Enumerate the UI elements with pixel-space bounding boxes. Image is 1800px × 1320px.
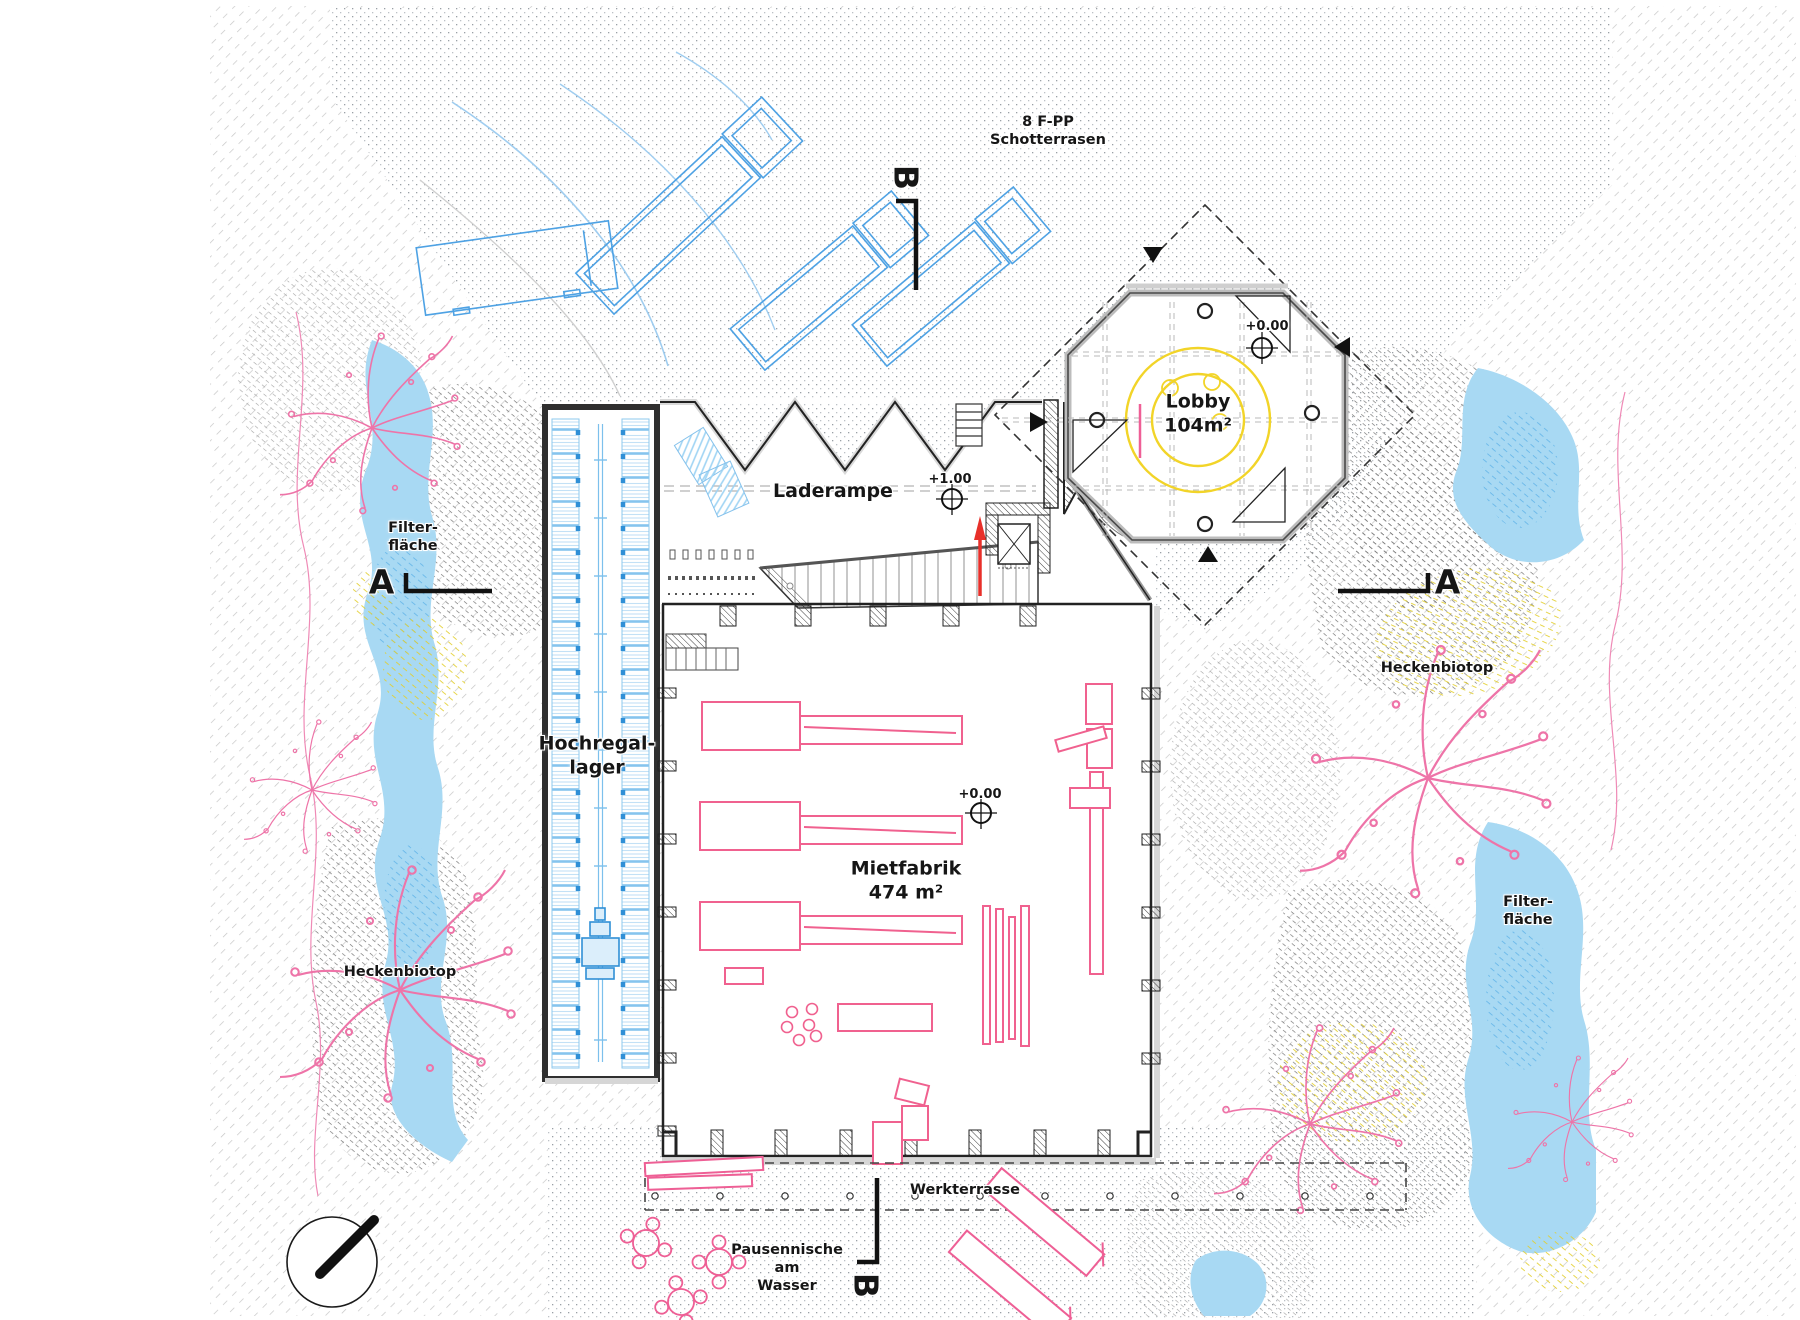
trucks <box>415 95 1052 372</box>
mietfabrik-hall <box>657 602 1161 1158</box>
section-letter-b-top: B <box>885 165 926 189</box>
level-marker-lobby: +0.00 <box>1246 319 1289 335</box>
landscape-name: Heckenbiotop <box>1380 659 1494 676</box>
room-name: Hochregal- <box>538 732 656 755</box>
material-bars <box>982 905 1030 1047</box>
outdoor-benches <box>643 1155 765 1191</box>
section-letter-a-right: A <box>1434 561 1461 602</box>
level-marker-mietfabrik: +0.00 <box>959 787 1002 803</box>
landscape-name: Werkterrasse <box>909 1181 1021 1198</box>
section-line-a-left <box>403 573 492 594</box>
planter <box>982 1166 1106 1278</box>
room-area: 104m² <box>1164 414 1232 436</box>
label-heckenbiotop-left: Heckenbiotop <box>344 963 457 981</box>
level-value: +0.00 <box>958 786 1002 802</box>
label-heckenbiotop-right: Heckenbiotop <box>1381 659 1494 677</box>
label-laderampe: Laderampe <box>773 480 893 504</box>
machine <box>701 701 963 751</box>
pallet-stack <box>673 426 750 518</box>
landscape-name: Heckenbiotop <box>343 963 457 980</box>
machine-small-pair <box>893 1077 931 1141</box>
lobby-grid <box>1002 302 1344 536</box>
lobby-pavilion <box>993 203 1417 627</box>
section-line-a-right <box>1338 573 1431 594</box>
landscape-name: Filter- <box>388 519 438 536</box>
landscape-name: fläche <box>388 538 438 554</box>
parking-count: 8 F-PP <box>1022 113 1074 130</box>
hochregallager-building <box>542 404 660 1084</box>
section-letter-b-bottom: B <box>845 1273 886 1297</box>
building-floors <box>658 400 1160 1165</box>
entrance-arrow-icon <box>974 516 986 596</box>
landscape-left <box>238 268 556 1197</box>
landscape-name: Filter- <box>1503 893 1553 910</box>
label-filterflaeche-right: Filter- fläche <box>1503 893 1553 929</box>
section-letter: B <box>886 164 926 190</box>
landscape-name: Wasser <box>757 1278 817 1295</box>
terrace-columns <box>651 1192 1374 1200</box>
room-name: Lobby <box>1165 390 1231 413</box>
elevator-core <box>985 502 1051 574</box>
dock-fixtures <box>668 549 758 595</box>
truck <box>574 95 804 316</box>
side-stair <box>955 403 983 447</box>
section-lines <box>403 198 1431 1265</box>
label-filterflaeche-left: Filter- fläche <box>388 519 438 555</box>
level-value: +0.00 <box>1245 318 1289 334</box>
section-letter: A <box>368 562 395 602</box>
landscape-name: am <box>774 1259 800 1276</box>
section-letter: A <box>1434 562 1461 602</box>
level-marker-laderampe: +1.00 <box>929 472 972 488</box>
room-name: Mietfabrik <box>850 857 962 880</box>
label-werkterrasse: Werkterrasse <box>910 1181 1020 1199</box>
machine <box>699 801 963 851</box>
worktable <box>837 1003 933 1032</box>
section-line-b-bottom <box>857 1178 880 1265</box>
room-name: lager <box>569 756 625 778</box>
section-line-b-top <box>896 198 919 290</box>
rack-shelving <box>551 418 580 1069</box>
factory-machines <box>699 683 1113 1165</box>
rack-crane <box>581 907 620 980</box>
room-name: Laderampe <box>773 480 893 503</box>
machine-assembly <box>1054 683 1113 975</box>
landscape-right <box>1126 346 1634 1318</box>
lobby-columns <box>1088 302 1321 533</box>
rack-shelving <box>621 418 650 1069</box>
landscape-name: fläche <box>1503 912 1553 928</box>
dock-leveler <box>872 1121 903 1165</box>
level-value: +1.00 <box>928 471 972 487</box>
section-letter: B <box>846 1272 886 1298</box>
truck <box>729 189 930 372</box>
room-area: 474 m² <box>868 881 944 903</box>
label-hochregallager: Hochregal- lager <box>539 732 656 780</box>
landscape-name: Pausennische <box>731 1241 843 1258</box>
label-lobby: Lobby 104m² <box>1164 390 1232 438</box>
north-arrow-icon <box>286 1215 379 1308</box>
machine <box>699 901 963 951</box>
label-pausennische: Pausennische am Wasser <box>731 1241 843 1295</box>
truck-trailer <box>415 219 619 317</box>
section-letter-a-left: A <box>368 561 395 602</box>
werkterrasse-area <box>611 1155 1407 1320</box>
machine-small <box>724 967 764 985</box>
planter <box>947 1229 1073 1320</box>
stool-circles <box>780 1002 823 1047</box>
lobby-door-triangles <box>1030 247 1350 562</box>
label-mietfabrik: Mietfabrik 474 m² <box>851 857 962 905</box>
interior-stair <box>665 633 739 671</box>
parking-surface: Schotterrasen <box>990 132 1106 148</box>
label-schotterrasen: 8 F-PP Schotterrasen <box>990 113 1106 149</box>
column-stubs <box>657 605 1161 1157</box>
